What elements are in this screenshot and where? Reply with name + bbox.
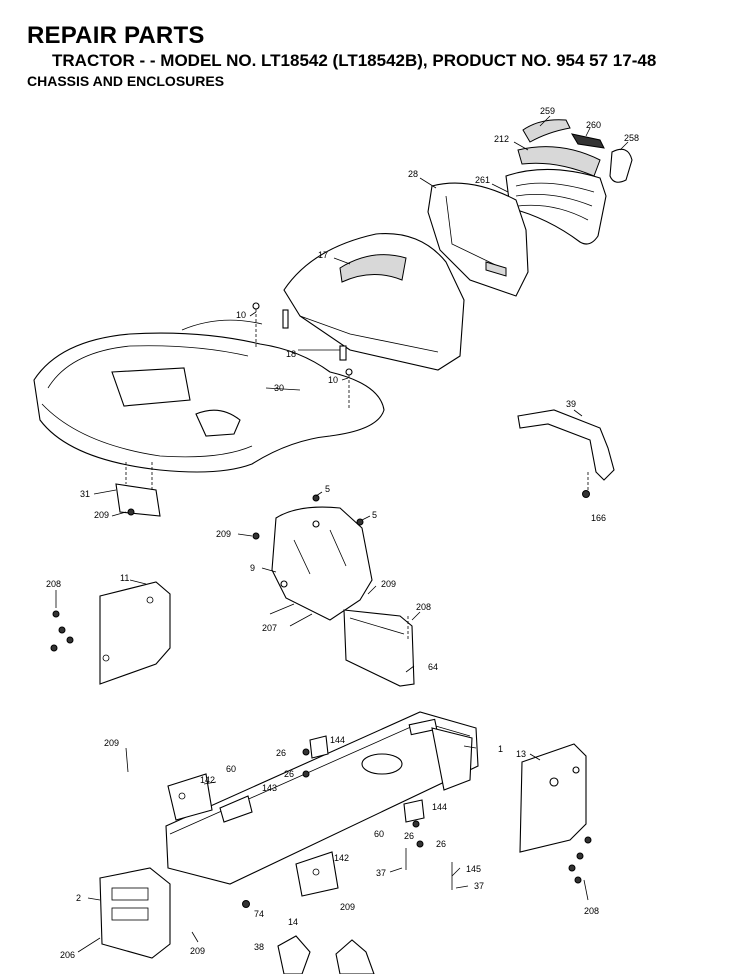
- front-plate-2: [99, 867, 171, 959]
- callout-10-upper: 10: [236, 310, 246, 320]
- callout-208-right: 208: [584, 906, 599, 916]
- grille-insert-212: [517, 146, 601, 177]
- callout-208-left: 208: [46, 579, 61, 589]
- callout-37-right: 37: [474, 881, 484, 891]
- callout-209-support: 209: [216, 529, 231, 539]
- callout-209-lower: 209: [340, 902, 355, 912]
- callout-142-upper: 142: [200, 775, 215, 785]
- support-bracket-64: [343, 609, 415, 687]
- bracket-144-lower: [403, 799, 425, 823]
- axle-bracket-142-lower: [295, 851, 339, 897]
- bracket-39: [517, 409, 615, 498]
- callout-5-upper: 5: [325, 484, 330, 494]
- nuts-26: [302, 748, 424, 848]
- callout-166: 166: [591, 513, 606, 523]
- callout-28: 28: [408, 169, 418, 179]
- callout-17: 17: [318, 250, 328, 260]
- main-frame-1: [165, 711, 479, 885]
- callout-14: 14: [288, 917, 298, 927]
- model-subtitle: TRACTOR - - MODEL NO. LT18542 (LT18542B)…: [52, 51, 657, 70]
- callout-209-seat: 209: [94, 510, 109, 520]
- callout-11: 11: [120, 573, 129, 583]
- fender-support-9: [252, 494, 373, 621]
- bolt-10-upper: [252, 302, 260, 348]
- bolts-207: [269, 603, 313, 627]
- lever-38: [335, 939, 375, 974]
- callout-259: 259: [540, 106, 555, 116]
- leader-lines: [55, 115, 629, 953]
- dash-panel-17: [283, 233, 465, 371]
- callout-26-a: 26: [276, 748, 286, 758]
- emblem-258: [609, 148, 633, 183]
- callout-31: 31: [80, 489, 90, 499]
- bracket-144-upper: [309, 735, 329, 759]
- callout-206: 206: [60, 950, 75, 960]
- callout-37-left: 37: [376, 868, 386, 878]
- bumper-18: [282, 309, 347, 361]
- callout-18: 18: [286, 349, 296, 359]
- bolt-10-lower: [345, 368, 353, 410]
- bolts-208-right: [568, 836, 592, 884]
- callout-30: 30: [274, 383, 284, 393]
- callout-142-lower: 142: [334, 853, 349, 863]
- callout-60-lower: 60: [374, 829, 384, 839]
- callout-207: 207: [262, 623, 277, 633]
- rod-37: [405, 848, 453, 890]
- callout-26-b: 26: [284, 769, 294, 779]
- callout-74: 74: [254, 909, 264, 919]
- callout-38: 38: [254, 942, 264, 952]
- callout-212: 212: [494, 134, 509, 144]
- callout-144-lower: 144: [432, 802, 447, 812]
- callout-144-upper: 144: [330, 735, 345, 745]
- fender-30: [33, 319, 385, 473]
- lever-14: [277, 935, 311, 974]
- callout-209-front: 209: [190, 946, 205, 956]
- bolts-208-left: [50, 610, 74, 652]
- callout-145: 145: [466, 864, 481, 874]
- callout-9: 9: [250, 563, 255, 573]
- seat-bracket-31: [115, 462, 161, 517]
- callout-261: 261: [475, 175, 490, 185]
- callout-13: 13: [516, 749, 526, 759]
- headlight-lens-259: [522, 119, 571, 143]
- callout-258: 258: [624, 133, 639, 143]
- callout-209-frame: 209: [104, 738, 119, 748]
- callout-260: 260: [586, 120, 601, 130]
- callout-2: 2: [76, 893, 81, 903]
- callout-5-lower: 5: [372, 510, 377, 520]
- side-panel-11: [99, 581, 171, 685]
- callout-209-mid: 209: [381, 579, 396, 589]
- side-panel-13: [519, 743, 587, 853]
- page-title: REPAIR PARTS: [27, 22, 205, 49]
- hood-28: [427, 182, 529, 297]
- grille-261: [505, 168, 607, 245]
- callout-1: 1: [498, 744, 503, 754]
- callout-26-d: 26: [436, 839, 446, 849]
- callout-60-upper: 60: [226, 764, 236, 774]
- callout-143: 143: [262, 783, 277, 793]
- callout-10-lower: 10: [328, 375, 338, 385]
- callout-26-c: 26: [404, 831, 414, 841]
- callout-208-mid: 208: [416, 602, 431, 612]
- axle-bracket-142-upper: [167, 773, 213, 821]
- callout-64: 64: [428, 662, 438, 672]
- callout-numbers: 259 260 212 258 28 261 17 10 18 10 30 39…: [46, 106, 639, 960]
- section-title: CHASSIS AND ENCLOSURES: [27, 73, 225, 89]
- bolt-74: [242, 900, 250, 908]
- plate-143: [219, 795, 253, 823]
- callout-39: 39: [566, 399, 576, 409]
- lens-260: [570, 133, 605, 149]
